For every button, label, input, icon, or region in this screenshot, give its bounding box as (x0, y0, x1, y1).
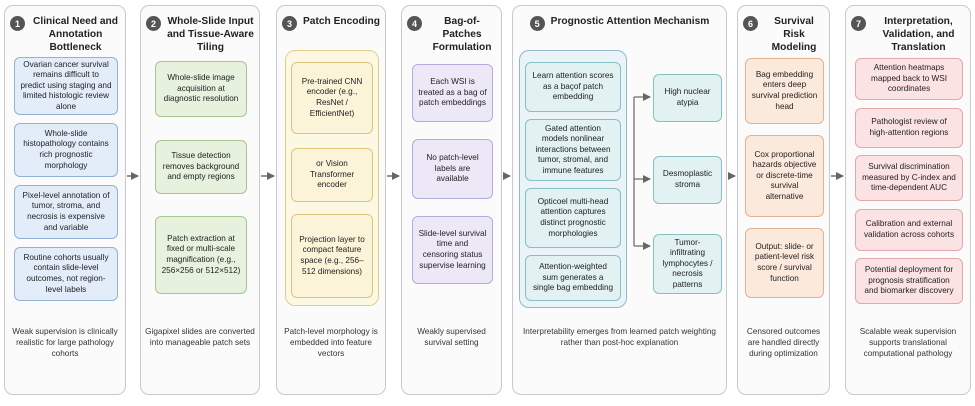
panel-3: 3 Patch Encoding Pre-trained CNN encoder… (276, 5, 386, 395)
process-box: Pixel-level annotation of tumor, stroma,… (14, 185, 118, 239)
panel-title: Whole-Slide Input and Tissue-Aware Tilin… (167, 16, 254, 53)
process-box: Projection layer to compact feature spac… (291, 214, 373, 298)
process-box: Survival discrimination measured by C-in… (855, 155, 963, 201)
morphology-output-box: Tumor-infiltrating lymphocytes / necrosi… (653, 234, 722, 294)
panel-header: 5 Prognostic Attention Mechanism (513, 15, 726, 31)
panel-title: Prognostic Attention Mechanism (550, 16, 710, 27)
step-number-badge: 5 (529, 16, 545, 31)
panel-2: 2 Whole-Slide Input and Tissue-Aware Til… (140, 5, 260, 395)
panel-1: 1 Clinical Need and Annotation Bottlenec… (4, 5, 126, 395)
process-box: Cox proportional hazards objective or di… (745, 135, 824, 217)
process-box: Slide-level survival time and censoring … (412, 216, 493, 284)
process-box: or Vision Transformer encoder (291, 148, 373, 202)
panel-header: 1 Clinical Need and Annotation Bottlenec… (5, 15, 125, 54)
panel-footer: Patch-level morphology is embedded into … (284, 327, 378, 358)
step-number-badge: 1 (10, 16, 25, 31)
process-box: Calibration and external validation acro… (855, 209, 963, 251)
panel-6: 6 Survival Risk Modeling Bag embedding e… (737, 5, 830, 395)
process-box: Whole-slide histopathology contains rich… (14, 123, 118, 177)
process-box: Each WSI is treated as a bag of patch em… (412, 64, 493, 122)
panel-footer: Interpretability emerges from learned pa… (523, 327, 716, 347)
step-number-badge: 2 (146, 16, 161, 31)
panel-5: 5 Prognostic Attention Mechanism Learn a… (512, 5, 727, 395)
panel-title: Clinical Need and Annotation Bottleneck (33, 16, 118, 53)
process-box: Pathologist review of high-attention reg… (855, 108, 963, 148)
panel-footer: Scalable weak supervision supports trans… (859, 327, 957, 358)
process-box: Gated attention models nonlinear interac… (525, 119, 621, 181)
process-box: Ovarian cancer survival remains difficul… (14, 57, 118, 115)
process-box: Routine cohorts usually contain slide-le… (14, 247, 118, 301)
process-box: No patch-level labels are available (412, 139, 493, 199)
step-number-badge: 6 (743, 16, 758, 31)
panel-title: Interpretation, Validation, and Translat… (882, 16, 955, 53)
panel-7: 7 Interpretation, Validation, and Transl… (845, 5, 971, 395)
panel-title: Bag-of-Patches Formulation (432, 16, 492, 53)
panel-header: 6 Survival Risk Modeling (738, 15, 829, 54)
process-box: Output: slide- or patient-level risk sco… (745, 228, 824, 298)
morphology-output-box: Desmoplastic stroma (653, 156, 722, 204)
process-box: Attention heatmaps mapped back to WSI co… (855, 58, 963, 100)
process-box: Potential deployment for prognosis strat… (855, 258, 963, 304)
process-box: Opticoel multi-head attention captures d… (525, 188, 621, 248)
panel-header: 4 Bag-of-Patches Formulation (402, 15, 501, 54)
step-number-badge: 3 (282, 16, 297, 31)
process-box: Pre-trained CNN encoder (e.g., ResNet / … (291, 62, 373, 134)
panel-footer: Censored outcomes are handled directly d… (746, 327, 821, 358)
morphology-output-box: High nuclear atypia (653, 74, 722, 122)
panel-title: Survival Risk Modeling (771, 16, 817, 53)
process-box: Whole-slide image acquisition at diagnos… (155, 61, 247, 117)
panel-header: 2 Whole-Slide Input and Tissue-Aware Til… (141, 15, 259, 54)
step-number-badge: 7 (851, 16, 866, 31)
step-number-badge: 4 (407, 16, 422, 31)
process-box: Bag embedding enters deep survival predi… (745, 58, 824, 124)
process-box: Tissue detection removes background and … (155, 140, 247, 194)
panel-footer: Weak supervision is clinically realistic… (12, 327, 118, 358)
panel-header: 3 Patch Encoding (277, 15, 385, 31)
panel-footer: Weakly supervised survival setting (417, 327, 486, 347)
process-box: Learn attention scores as a baçof patch … (525, 62, 621, 112)
process-box: Attention-weighted sum generates a singl… (525, 255, 621, 301)
process-box: Patch extraction at fixed or multi-scale… (155, 216, 247, 294)
panel-title: Patch Encoding (303, 16, 380, 27)
panel-header: 7 Interpretation, Validation, and Transl… (846, 15, 970, 54)
panel-4: 4 Bag-of-Patches Formulation Each WSI is… (401, 5, 502, 395)
panel-footer: Gigapixel slides are converted into mana… (145, 327, 255, 347)
